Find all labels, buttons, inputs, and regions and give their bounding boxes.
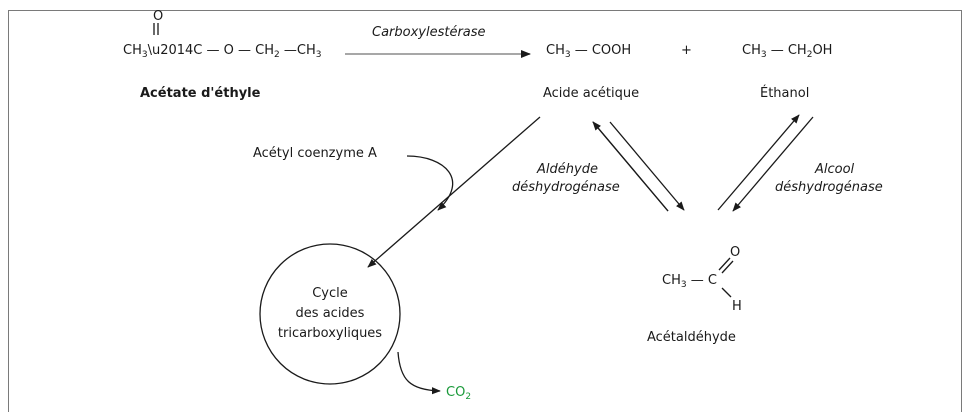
acetate-to-tca-arrow: [367, 116, 541, 268]
tca-cycle-circle: [259, 243, 401, 385]
acetic-acid: CH3 — COOH Acide acétique: [543, 43, 639, 101]
acid-to-acetaldehyde-arrow: [609, 121, 685, 211]
tca-label-3: tricarboxyliques: [278, 326, 382, 341]
ethanol-to-acetaldehyde-arrow: [732, 116, 814, 212]
acetaldehyde-to-acid-arrow: [592, 121, 669, 212]
ethyl-acetate-name: Acétate d'éthyle: [140, 86, 261, 101]
diagram-frame: [8, 10, 962, 412]
ethanol-name: Éthanol: [760, 85, 809, 101]
acetaldehyde-to-ethanol-arrow: [717, 114, 800, 211]
acetic-acid-formula: CH3 — COOH: [546, 43, 631, 60]
alcohol-dh-label-1: Alcool: [814, 162, 855, 177]
ethyl-acetate-formula: CH3\u2014C — O — CH2 —CH3: [123, 43, 321, 60]
ethyl-acetate: O CH3\u2014C — O — CH2 —CH3 Acétate d'ét…: [123, 9, 321, 101]
alcohol-dh-label-2: déshydrogénase: [775, 180, 883, 195]
ethanol: CH3 — CH2OH Éthanol: [742, 43, 832, 101]
acetaldehyde-hydrogen: H: [732, 299, 742, 314]
aldehyde-h-bond: [721, 287, 732, 298]
tca-label-1: Cycle: [312, 286, 348, 301]
acetaldehyde-oxygen: O: [730, 245, 740, 260]
acetyl-coa-label: Acétyl coenzyme A: [253, 146, 377, 161]
co2-label: CO2: [446, 385, 471, 402]
aldehyde-double-bond-2: [721, 260, 734, 274]
acetaldehyde-name: Acétaldéhyde: [647, 330, 736, 345]
ethyl-acetate-carbonyl-oxygen: O: [153, 9, 163, 24]
aldehyde-double-bond-1: [718, 257, 731, 271]
tca-label-2: des acides: [296, 306, 365, 321]
plus-sign: +: [681, 43, 692, 58]
aldehyde-dh-label-1: Aldéhyde: [536, 162, 598, 177]
carboxylesterase-label: Carboxylestérase: [372, 25, 486, 40]
acetaldehyde-formula: CH3 — C: [662, 273, 717, 290]
co2-release-arrow: [397, 351, 441, 395]
aldehyde-dh-label-2: déshydrogénase: [512, 180, 620, 195]
acetyl-coa-arrow: [406, 155, 454, 211]
acetic-acid-name: Acide acétique: [543, 86, 639, 101]
acetaldehyde: O CH3 — C H Acétaldéhyde: [647, 245, 742, 345]
ethanol-formula: CH3 — CH2OH: [742, 43, 832, 60]
